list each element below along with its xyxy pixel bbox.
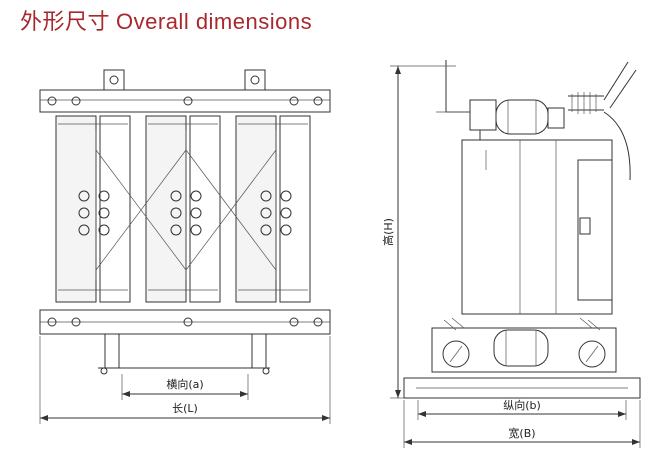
dimension-line-a	[121, 374, 249, 400]
hv-bracket	[436, 60, 500, 150]
dimension-line-bw	[403, 400, 641, 448]
front-view: 横向(a) 长(L)	[39, 69, 331, 424]
coil-phase-c	[235, 115, 311, 303]
top-clamp-beam	[39, 89, 331, 113]
core-body	[461, 139, 613, 315]
dimension-label-b: 纵向(b)	[503, 398, 541, 412]
base-rails	[98, 333, 270, 375]
dimension-label-a: 横向(a)	[166, 377, 203, 391]
title-en: Overall dimensions	[116, 9, 313, 34]
connection-leads	[95, 130, 277, 280]
dimension-line-b	[417, 400, 627, 420]
dimension-label-bw: 宽(B)	[508, 426, 535, 440]
dimension-label-l: 长(L)	[172, 402, 198, 415]
dimension-line-l	[39, 336, 331, 424]
lifting-lug-left	[103, 69, 125, 93]
bottom-clamp-beam	[39, 309, 331, 335]
coil-phase-b	[145, 115, 221, 303]
dimension-label-h: 高(H)	[381, 218, 395, 246]
lifting-lug-right	[244, 69, 266, 93]
arrester	[568, 61, 637, 181]
coil-phase-a	[55, 115, 131, 303]
bushing-top	[495, 99, 565, 135]
tap-terminals-b	[170, 190, 202, 236]
base-frame	[403, 377, 641, 399]
dimension-line-h	[390, 65, 456, 399]
tap-terminals-a	[78, 190, 110, 236]
side-view: 高(H) 纵向(b) 宽(B)	[381, 60, 641, 448]
tap-terminals-c	[260, 190, 292, 236]
bottom-bushing	[431, 317, 617, 373]
title-cn: 外形尺寸	[20, 10, 111, 35]
